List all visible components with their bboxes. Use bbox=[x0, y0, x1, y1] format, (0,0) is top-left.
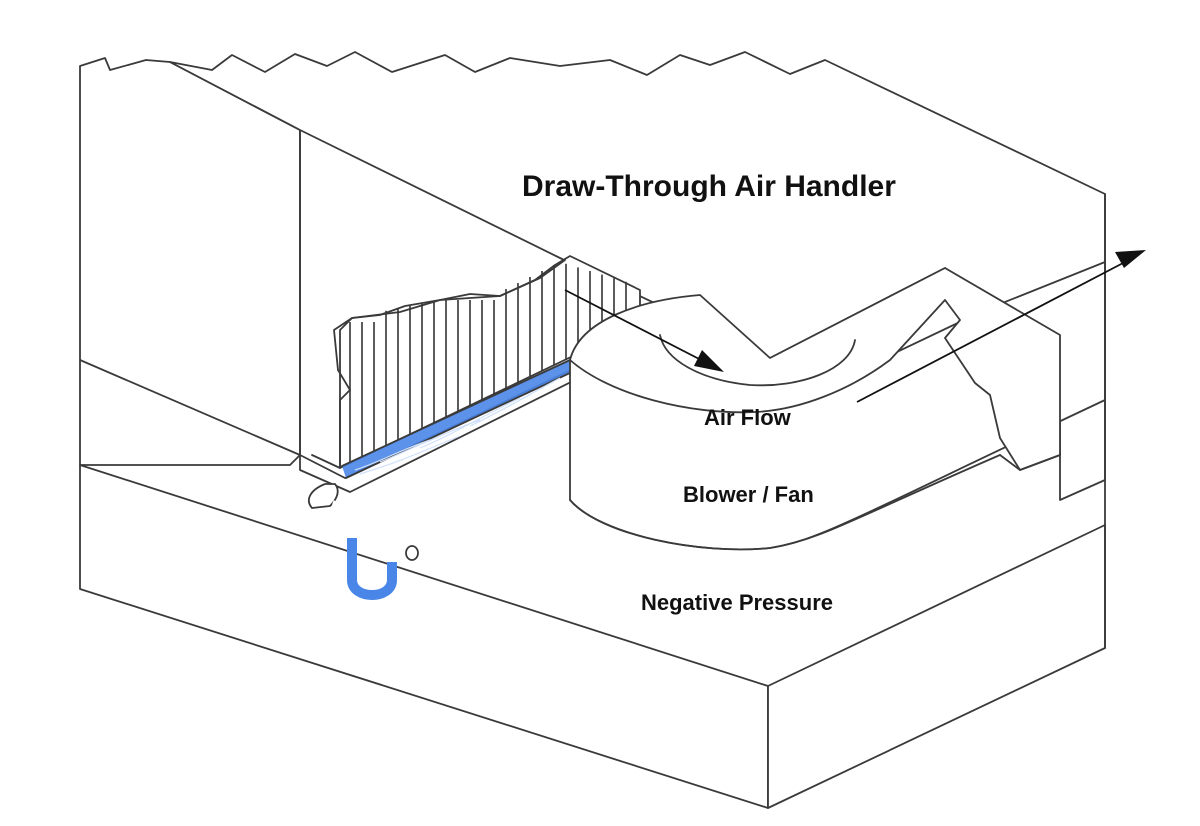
negative-pressure-label: Negative Pressure bbox=[641, 590, 833, 615]
coil-fins bbox=[349, 263, 627, 464]
cooling-coil bbox=[311, 255, 641, 469]
condensate-drain-pan bbox=[299, 359, 576, 493]
air-flow-label: Air Flow bbox=[704, 405, 792, 430]
blower-fan bbox=[569, 261, 1106, 551]
blower-fan-label: Blower / Fan bbox=[683, 482, 814, 507]
diagram-title: Draw-Through Air Handler bbox=[522, 170, 896, 203]
cabinet-left-wall bbox=[79, 57, 301, 466]
p-trap-drain bbox=[308, 483, 419, 600]
cabinet-base bbox=[79, 464, 1106, 809]
airflow-arrow-in bbox=[564, 289, 724, 372]
airflow-arrow-out bbox=[856, 250, 1146, 403]
pan-water bbox=[342, 360, 572, 478]
